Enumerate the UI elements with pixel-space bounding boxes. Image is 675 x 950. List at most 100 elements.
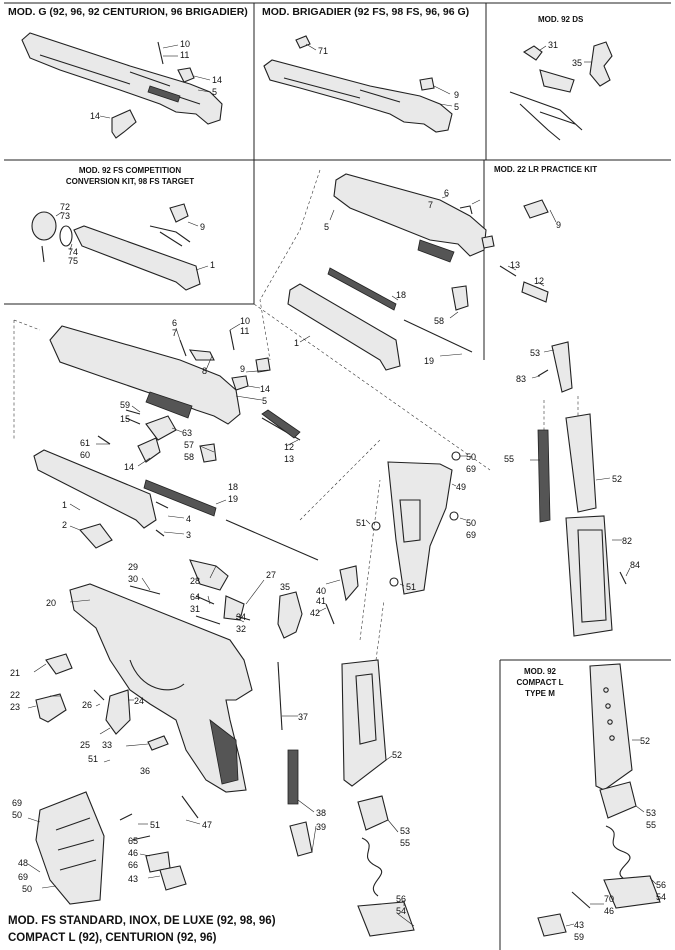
callout-65: 65 — [128, 836, 138, 846]
barrel-illustration — [73, 225, 201, 291]
callout-69: 69 — [466, 530, 476, 540]
callout-26: 26 — [82, 700, 92, 710]
part-6-illustration — [459, 205, 473, 215]
callout-69: 69 — [18, 872, 28, 882]
part-7-illustration — [481, 235, 495, 249]
callout-39: 39 — [316, 822, 326, 832]
part-21-illustration — [45, 653, 73, 675]
callout-18: 18 — [228, 482, 238, 492]
callout-7: 7 — [172, 328, 177, 338]
floorplate-54-illustration — [603, 875, 661, 909]
callout-51: 51 — [150, 820, 160, 830]
callout-64: 64 — [190, 592, 200, 602]
callout-41: 41 — [316, 596, 326, 606]
callout-63: 63 — [182, 428, 192, 438]
callout-36: 36 — [140, 766, 150, 776]
callout-51: 51 — [406, 582, 416, 592]
callout-3: 3 — [186, 530, 191, 540]
part-58-illustration — [451, 285, 469, 311]
callout-57: 57 — [184, 440, 194, 450]
callout-54: 54 — [396, 906, 406, 916]
left-grip-illustration — [35, 791, 105, 905]
callout-1: 1 — [294, 338, 299, 348]
callout-31: 31 — [190, 604, 200, 614]
part-61-illustration — [97, 435, 111, 445]
part-39-illustration — [289, 821, 313, 857]
callout-58: 58 — [434, 316, 444, 326]
callout-35: 35 — [280, 582, 290, 592]
callout-42: 42 — [310, 608, 320, 618]
callout-28: 28 — [190, 576, 200, 586]
callout-47: 47 — [202, 820, 212, 830]
callout-5: 5 — [262, 396, 267, 406]
callout-53: 53 — [400, 826, 410, 836]
callout-48: 48 — [18, 858, 28, 868]
callout-50: 50 — [22, 884, 32, 894]
callout-1: 1 — [210, 260, 215, 270]
callout-71: 71 — [318, 46, 328, 56]
callout-72: 72 — [60, 202, 70, 212]
callout-10: 10 — [180, 39, 190, 49]
part-43-illustration — [159, 865, 187, 891]
part-75-illustration — [41, 245, 45, 263]
callout-31: 31 — [548, 40, 558, 50]
callout-55: 55 — [646, 820, 656, 830]
part-8-illustration — [188, 349, 215, 361]
callout-29: 29 — [128, 562, 138, 572]
screw-51-illustration — [371, 521, 381, 531]
part-26-illustration — [93, 689, 105, 701]
callout-35: 35 — [572, 58, 582, 68]
callout-25: 25 — [80, 740, 90, 750]
callout-52: 52 — [392, 750, 402, 760]
callout-1: 1 — [62, 500, 67, 510]
callout-51: 51 — [356, 518, 366, 528]
part-33-illustration — [147, 735, 169, 751]
part-84-illustration — [619, 571, 627, 585]
panel-22lr-kit: 5 6 7 9 13 12 18 58 1 19 — [259, 169, 561, 371]
magazine-spring-illustration — [361, 837, 383, 897]
slide-illustration — [21, 32, 223, 125]
footer-title-line1: MOD. FS STANDARD, INOX, DE LUXE (92, 98,… — [8, 915, 276, 927]
part-31-illustration — [522, 45, 543, 61]
callout-9: 9 — [556, 220, 561, 230]
callout-59: 59 — [574, 932, 584, 942]
callout-13: 13 — [284, 454, 294, 464]
callout-23: 23 — [10, 702, 20, 712]
panel-mod-92ds: 31 35 — [509, 40, 613, 141]
callout-50: 50 — [466, 452, 476, 462]
title-compact-l-line2: COMPACT L — [517, 678, 564, 687]
callout-53: 53 — [530, 348, 540, 358]
part-72-illustration — [31, 211, 57, 241]
callout-27: 27 — [266, 570, 276, 580]
callout-20: 20 — [46, 598, 56, 608]
callout-14: 14 — [260, 384, 270, 394]
title-mod-g: MOD. G (92, 96, 92 CENTURION, 96 BRIGADI… — [8, 6, 248, 18]
part-71-illustration — [295, 35, 311, 49]
footer-title-line2: COMPACT L (92), CENTURION (92, 96) — [8, 932, 217, 944]
callout-60: 60 — [80, 450, 90, 460]
title-competition-line1: MOD. 92 FS COMPETITION — [79, 166, 181, 175]
trigger-illustration — [105, 689, 131, 735]
callout-61: 61 — [80, 438, 90, 448]
part-74-illustration — [59, 225, 73, 247]
part-19-illustration — [403, 319, 473, 353]
callout-54: 54 — [656, 892, 666, 902]
callout-84: 84 — [630, 560, 640, 570]
callout-55: 55 — [504, 454, 514, 464]
safety-lever-illustration — [145, 415, 177, 441]
callout-21: 21 — [10, 668, 20, 678]
callout-13: 13 — [510, 260, 520, 270]
part-37-illustration — [277, 661, 283, 731]
callout-5: 5 — [454, 102, 459, 112]
callout-10: 10 — [240, 316, 250, 326]
callout-46: 46 — [128, 848, 138, 858]
callout-32: 32 — [236, 624, 246, 634]
callout-52: 52 — [612, 474, 622, 484]
part-9-illustration — [419, 77, 435, 91]
spring-55-illustration — [605, 825, 631, 881]
panel-compact-l-type-m: 52 53 55 56 54 70 46 43 59 — [537, 663, 666, 942]
part-43-illustration — [537, 913, 567, 937]
callout-4: 4 — [186, 514, 191, 524]
part-10-illustration — [229, 329, 235, 351]
